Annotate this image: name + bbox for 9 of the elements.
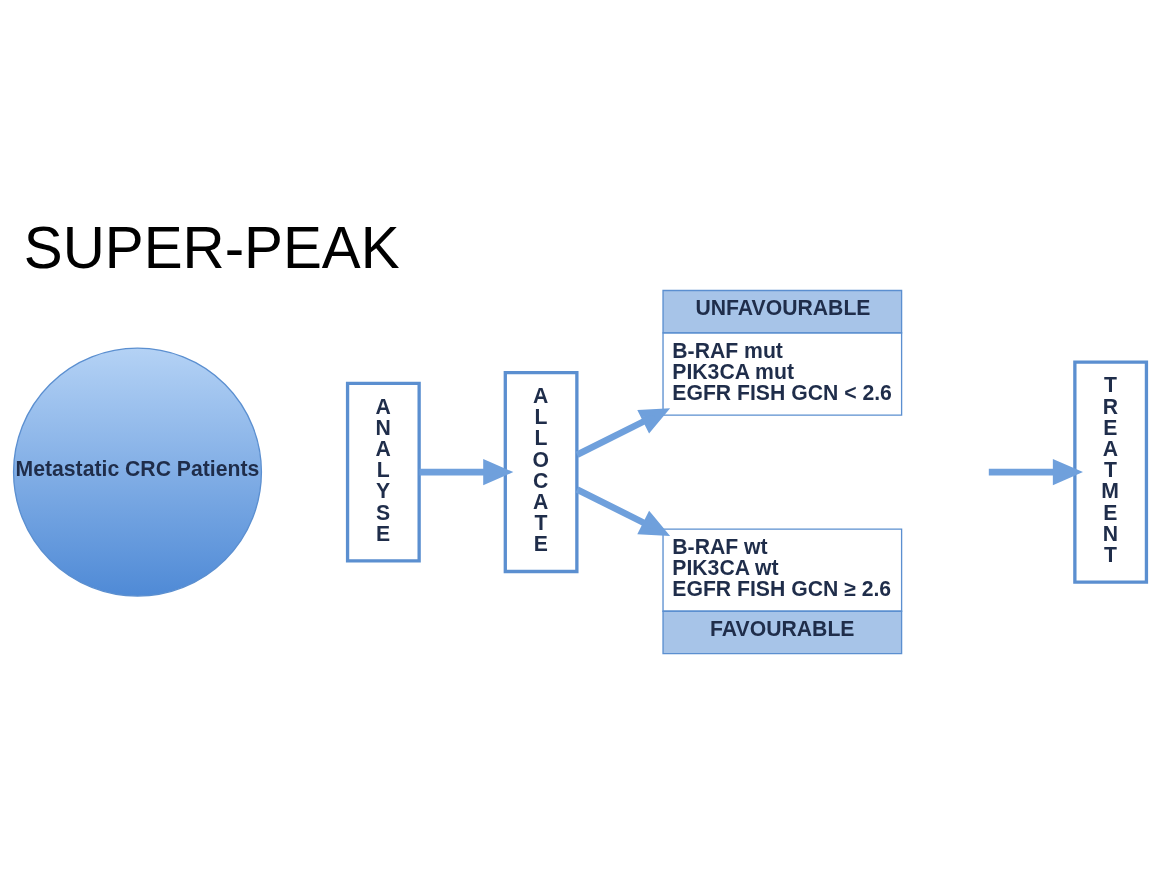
arrow: [575, 407, 671, 458]
node-box: ANALYSE: [345, 381, 421, 563]
diagram-title: SUPER-PEAK: [23, 214, 400, 280]
arrow: [988, 458, 1083, 485]
node-box: TREATMENT: [1073, 359, 1149, 584]
node-circle: Metastatic CRC Patients: [12, 347, 263, 597]
node-box: ALLOCATE: [503, 370, 579, 573]
arrow: [419, 458, 514, 485]
arrow: [575, 486, 671, 536]
